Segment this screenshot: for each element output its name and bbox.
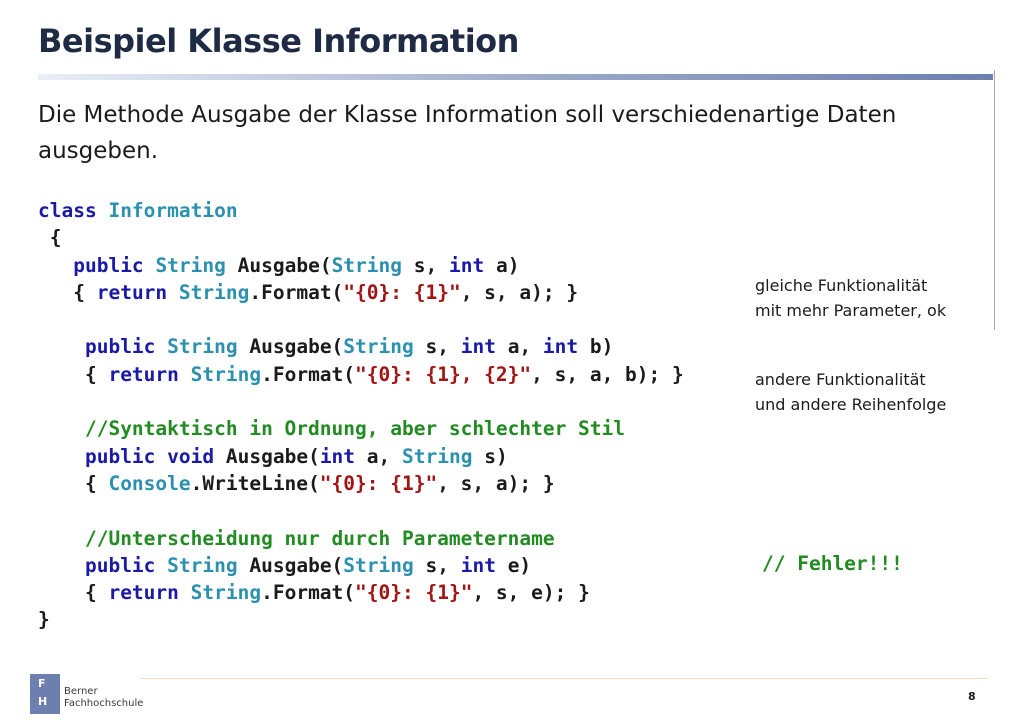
code-block: class Information { public String Ausgab… (38, 197, 684, 634)
logo-letter-h: H (38, 695, 48, 708)
code-comment-parametername: //Unterscheidung nur durch Parametername (84, 526, 555, 550)
note1-line1: gleiche Funktionalität (755, 276, 928, 295)
note2-line1: andere Funktionalität (755, 370, 926, 389)
note-gleiche-funktionalitaet: gleiche Funktionalität mit mehr Paramete… (755, 273, 946, 323)
error-comment: // Fehler!!! (762, 552, 903, 575)
right-edge-line (994, 70, 995, 330)
logo-letter-f: F (38, 677, 46, 690)
note-andere-funktionalitaet: andere Funktionalität und andere Reihenf… (755, 367, 946, 417)
code-line-method3-body: { Console.WriteLine("{0}: {1}", s, a); } (84, 471, 555, 495)
note2-line2: und andere Reihenfolge (755, 395, 947, 414)
code-line-method2-body: { return String.Format("{0}: {1}, {2}", … (84, 362, 684, 386)
code-line-method3-sig: public void Ausgabe(int a, String s) (84, 444, 508, 468)
logo-wordmark: Berner Fachhochschule (64, 686, 143, 710)
page-number: 8 (968, 690, 976, 703)
footer-divider (140, 678, 988, 679)
code-line-open-brace: { (38, 226, 62, 250)
slide-title: Beispiel Klasse Information (38, 22, 519, 60)
intro-text: Die Methode Ausgabe der Klasse Informati… (38, 102, 897, 164)
code-line-method4-body: { return String.Format("{0}: {1}", s, e)… (84, 581, 590, 605)
code-line-method1-body: { return String.Format("{0}: {1}", s, a)… (49, 280, 579, 304)
code-comment-stil: //Syntaktisch in Ordnung, aber schlechte… (84, 417, 626, 441)
code-line-class: class Information (38, 199, 238, 222)
code-line-method4-sig: public String Ausgabe(String s, int e) (84, 553, 532, 577)
title-underline-bar (38, 74, 993, 80)
note1-line2: mit mehr Parameter, ok (755, 301, 947, 320)
code-line-close-brace: } (38, 608, 50, 632)
logo-line-berner: Berner (64, 686, 98, 697)
bfh-logo-icon: F H (30, 674, 60, 714)
code-line-method2-sig: public String Ausgabe(String s, int a, i… (84, 335, 614, 359)
code-line-method1-sig: public String Ausgabe(String s, int a) (73, 253, 520, 277)
logo-line-fachhochschule: Fachhochschule (64, 698, 144, 709)
